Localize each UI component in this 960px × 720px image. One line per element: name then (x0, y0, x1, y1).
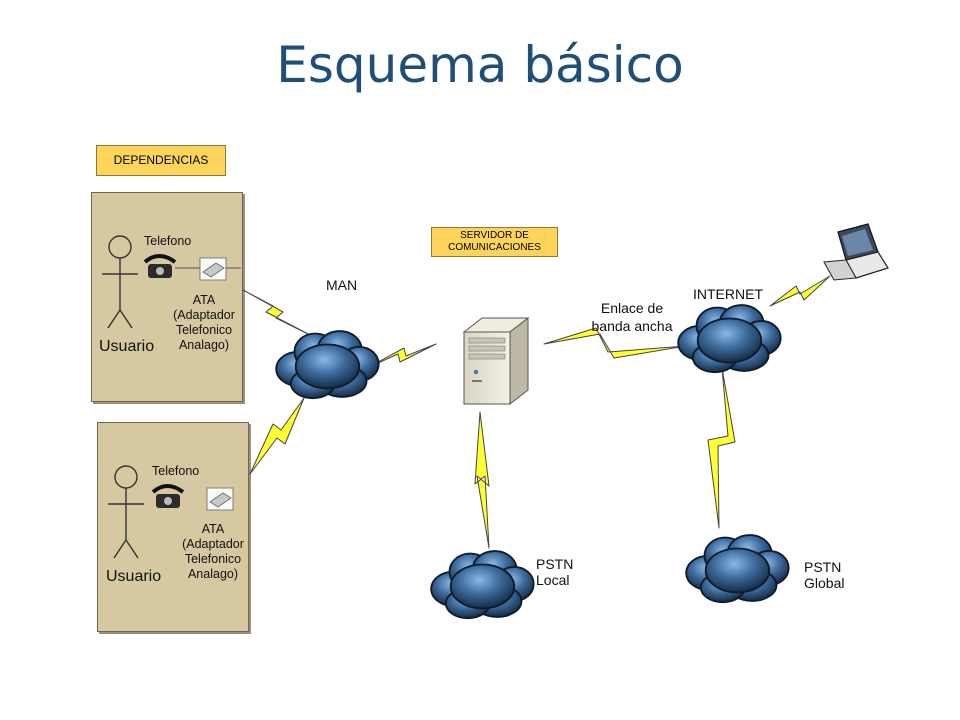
servidor-tag-line2: COMUNICACIONES (448, 242, 541, 253)
pstn-global-line1: PSTN (804, 559, 842, 575)
lightning-link-icon (707, 367, 736, 529)
ata-line: ATA (201, 522, 225, 536)
cloud-icon (275, 330, 380, 400)
servidor-tag: SERVIDOR DE COMUNICACIONES (431, 227, 558, 257)
ata-line: Analago) (187, 567, 239, 581)
lightning-link-icon (242, 289, 313, 337)
cloud-icon (677, 304, 782, 374)
stick-figure-icon (102, 235, 138, 329)
usuario-label-2: Usuario (106, 568, 162, 585)
lightning-link-icon (249, 397, 305, 475)
pstn-global-line2: Global (804, 575, 845, 591)
telephone-icon (143, 254, 177, 278)
lightning-link-icon (474, 411, 490, 549)
ata-line: (Adaptador (173, 308, 235, 322)
lightning-link-icon (366, 343, 437, 369)
slide-title: Esquema básico (276, 36, 684, 94)
man-label: MAN (326, 277, 358, 293)
pstn-local-line1: PSTN (536, 556, 574, 572)
pstn-local-label: PSTN Local (536, 556, 573, 588)
user-panel-1 (91, 192, 243, 402)
enlace-label: Enlace de banda ancha (584, 299, 680, 335)
ata-line: Telefonico (175, 323, 233, 337)
pstn-global-label: PSTN Global (804, 559, 844, 591)
telephone-icon (151, 484, 185, 508)
ata-line: Telefonico (184, 552, 242, 566)
dependencias-tag: DEPENDENCIAS (96, 145, 226, 176)
servidor-tag-line1: SERVIDOR DE (460, 230, 529, 241)
usuario-label-1: Usuario (99, 338, 155, 355)
stick-figure-icon (108, 465, 144, 559)
cloud-icon (685, 534, 790, 604)
telefono-label-2: Telefono (152, 464, 200, 478)
ata-label-2: ATA (Adaptador Telefonico Analago) (178, 522, 248, 582)
enlace-line2: banda ancha (591, 318, 673, 334)
ata-adapter-icon (199, 257, 227, 281)
enlace-line1: Enlace de (600, 300, 664, 316)
user-panel-2 (97, 422, 249, 632)
pstn-local-line2: Local (536, 572, 570, 588)
cloud-icon (430, 550, 535, 620)
ata-adapter-icon (206, 487, 234, 511)
ata-line: ATA (192, 293, 216, 307)
laptop-icon (823, 223, 889, 281)
ata-line: (Adaptador (182, 537, 244, 551)
internet-label: INTERNET (693, 286, 763, 302)
ata-label-1: ATA (Adaptador Telefonico Analago) (170, 293, 238, 353)
lightning-link-icon (769, 275, 831, 307)
server-tower-icon (462, 316, 530, 406)
ata-line: Analago) (178, 338, 230, 352)
telefono-label-1: Telefono (144, 234, 192, 248)
